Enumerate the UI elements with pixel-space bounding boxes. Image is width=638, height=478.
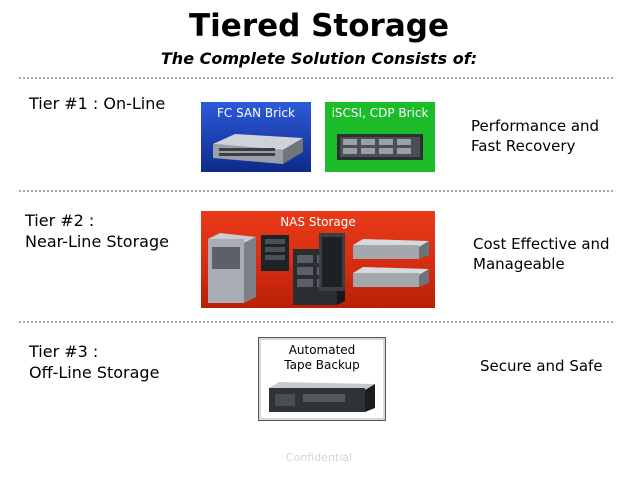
divider-1 xyxy=(19,190,613,192)
iscsi-cdp-brick-caption: iSCSI, CDP Brick xyxy=(331,106,429,120)
automated-tape-backup-image: Automated Tape Backup xyxy=(258,337,386,421)
nas-storage-caption: NAS Storage xyxy=(280,215,356,229)
tier-2-label: Tier #2 : Near-Line Storage xyxy=(25,211,169,251)
fc-san-brick-caption: FC SAN Brick xyxy=(217,106,295,120)
divider-top xyxy=(19,77,613,79)
page-subtitle: The Complete Solution Consists of: xyxy=(160,49,478,68)
confidential-footer: Confidential xyxy=(285,451,353,464)
tier-1-description: Performance and Fast Recovery xyxy=(471,117,600,155)
tier-3-label: Tier #3 : Off-Line Storage xyxy=(29,342,160,382)
divider-2 xyxy=(19,321,613,323)
server-tower-icon xyxy=(261,235,289,271)
rack-server-icon xyxy=(213,134,303,164)
tape-library-icon xyxy=(269,382,375,412)
tier-3-description: Secure and Safe xyxy=(480,357,603,375)
iscsi-cdp-brick-image: iSCSI, CDP Brick xyxy=(325,102,435,172)
server-tower-icon xyxy=(208,233,256,303)
nas-storage-image: NAS Storage xyxy=(201,211,435,308)
tier-2-description: Cost Effective and Manageable xyxy=(473,235,610,273)
rack-server-icon xyxy=(337,134,423,160)
fc-san-brick-image: FC SAN Brick xyxy=(201,102,311,172)
server-tower-icon xyxy=(319,233,345,291)
rack-server-icon xyxy=(353,267,429,287)
automated-tape-backup-caption: Automated Tape Backup xyxy=(284,343,360,372)
tier-1-label: Tier #1 : On-Line xyxy=(29,94,166,113)
page-title: Tiered Storage xyxy=(189,8,449,44)
rack-server-icon xyxy=(353,239,429,259)
